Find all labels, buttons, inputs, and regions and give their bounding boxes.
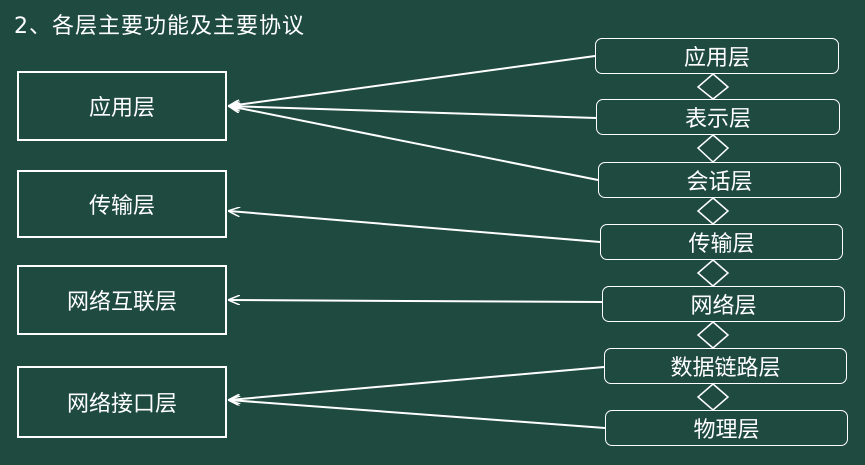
layer-link-diamond [696, 321, 730, 349]
tcpip-layer-label: 传输层 [88, 194, 155, 219]
osi-layer-network: 网络层 [602, 286, 845, 322]
osi-layer-label: 应用层 [683, 46, 750, 71]
tcpip-layer-label: 网络互联层 [66, 290, 177, 315]
mapping-arrow [229, 106, 597, 119]
osi-layer-application: 应用层 [595, 38, 839, 74]
mapping-arrow [229, 211, 601, 243]
tcpip-layer-label: 网络接口层 [66, 392, 177, 417]
page-title: 2、各层主要功能及主要协议 [14, 14, 305, 39]
osi-layer-label: 传输层 [688, 232, 755, 257]
osi-layer-transport: 传输层 [600, 224, 843, 260]
mapping-arrow [229, 106, 599, 181]
layer-link-diamond [696, 259, 730, 287]
tcpip-layer-label: 应用层 [88, 96, 155, 121]
osi-layer-presentation: 表示层 [596, 99, 840, 135]
layer-link-diamond [696, 197, 730, 225]
mapping-arrow [229, 55, 596, 106]
tcpip-layer-internet: 网络互联层 [17, 265, 227, 335]
osi-layer-data-link: 数据链路层 [604, 348, 847, 384]
tcpip-layer-transport: 传输层 [17, 170, 227, 238]
osi-layer-session: 会话层 [598, 162, 841, 198]
mapping-arrow [229, 300, 603, 302]
osi-layer-physical: 物理层 [605, 410, 848, 446]
layer-link-diamond [696, 73, 730, 100]
osi-layer-label: 网络层 [690, 294, 757, 319]
layer-link-diamond [696, 383, 730, 411]
tcpip-layer-network-interface: 网络接口层 [17, 366, 227, 438]
mapping-arrow [229, 366, 605, 400]
osi-layer-label: 会话层 [686, 170, 753, 195]
osi-layer-label: 数据链路层 [670, 356, 781, 381]
layer-link-diamond [696, 134, 730, 164]
mapping-arrow [229, 400, 606, 429]
osi-layer-label: 物理层 [693, 418, 760, 443]
osi-layer-label: 表示层 [684, 107, 751, 132]
tcpip-layer-application: 应用层 [17, 71, 227, 141]
